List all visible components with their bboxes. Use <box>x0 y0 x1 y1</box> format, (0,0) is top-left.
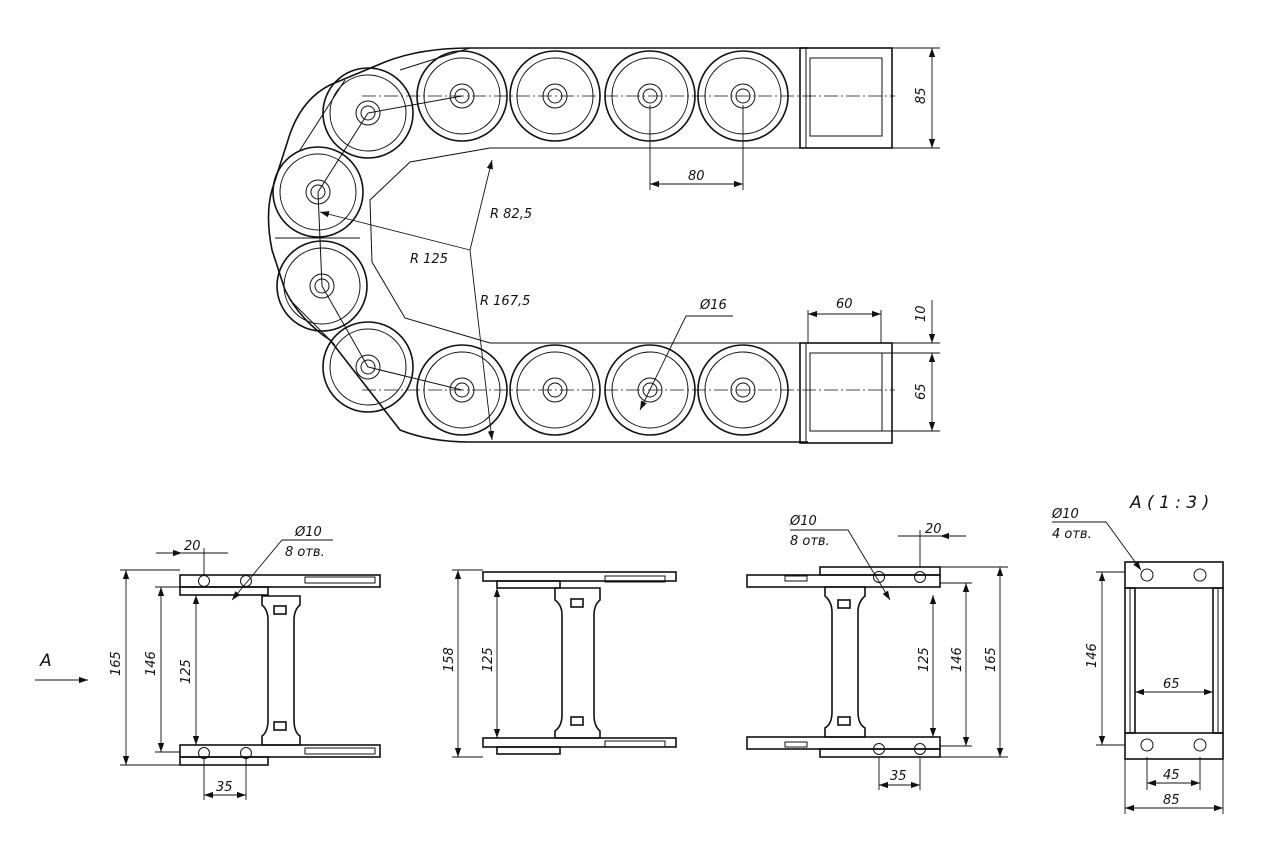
label-hole-diameter: Ø10 <box>789 514 817 529</box>
dim-radius-outer: R 167,5 <box>480 294 530 309</box>
dim-inner: 125 <box>179 659 194 684</box>
lower-end-bracket <box>799 342 893 444</box>
bend-links <box>272 67 414 413</box>
label-hole-count: 8 отв. <box>790 534 830 549</box>
dim-overall: 165 <box>984 647 999 672</box>
pitch-polyline <box>317 112 463 391</box>
dim-radius-pitch: R 125 <box>410 252 448 267</box>
dim-height-upper: 85 <box>914 87 929 104</box>
dim-height-lower: 65 <box>914 383 929 400</box>
dim-inner: 125 <box>481 647 496 672</box>
label-hole-count: 4 отв. <box>1052 527 1092 542</box>
label-hole-diameter: Ø10 <box>1051 507 1079 522</box>
upper-bracket-window <box>809 57 883 137</box>
chain-top-view: 80 85 60 10 65 R 82,5 R 125 R 167,5 Ø16 <box>267 47 940 444</box>
dim-hole-offset: 35 <box>890 769 907 784</box>
dim-pitch: 80 <box>688 169 705 184</box>
dim-inner: 125 <box>917 647 932 672</box>
dim-overall: 165 <box>109 651 124 676</box>
front-view-right: 165 146 125 20 35 Ø10 8 отв. <box>746 514 1008 790</box>
dim-overall-width: 85 <box>1163 793 1180 808</box>
dim-hole-spacing: 20 <box>925 522 942 537</box>
dim-offset: 10 <box>914 305 929 322</box>
dim-inner-width: 65 <box>1163 677 1180 692</box>
dim-height: 146 <box>1085 643 1100 668</box>
inner-bend-edge <box>369 147 491 344</box>
view-a-title: A ( 1 : 3 ) <box>1129 493 1209 513</box>
lower-bracket-window <box>809 352 883 432</box>
front-view-left: 165 146 125 20 35 Ø10 8 отв. A <box>35 525 381 800</box>
dim-hole-offset: 35 <box>216 780 233 795</box>
dim-radius-inner: R 82,5 <box>490 207 532 222</box>
dim-opening: 60 <box>836 297 853 312</box>
dim-overall: 158 <box>442 647 457 672</box>
front-view-middle: 158 125 <box>442 569 677 758</box>
chain-outline <box>267 47 808 443</box>
dim-hole-diameter: Ø16 <box>699 298 727 313</box>
dim-mid: 146 <box>950 647 965 672</box>
dim-mid: 146 <box>144 651 159 676</box>
view-marker: A <box>39 651 52 671</box>
view-a: A ( 1 : 3 ) 146 65 45 85 Ø10 4 отв. <box>1051 493 1224 814</box>
upper-end-bracket <box>799 47 893 149</box>
label-hole-diameter: Ø10 <box>294 525 322 540</box>
label-hole-count: 8 отв. <box>285 545 325 560</box>
dim-hole-spacing: 45 <box>1163 768 1180 783</box>
dim-hole-spacing: 20 <box>184 539 201 554</box>
